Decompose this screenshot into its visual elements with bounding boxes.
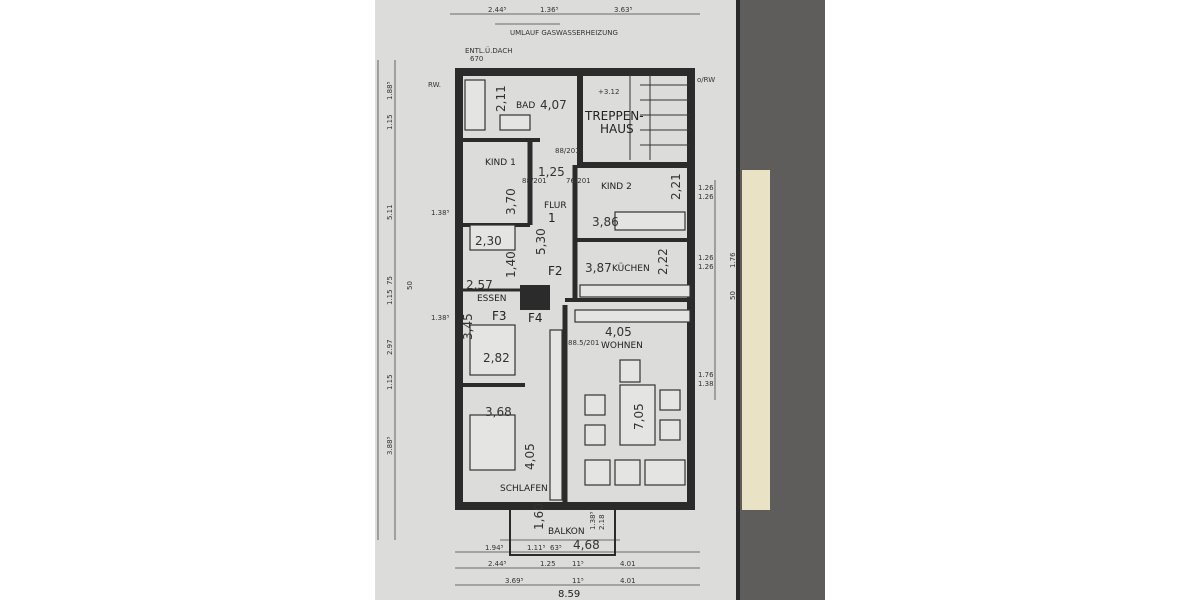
room-dim-balkon-b: 1,60 <box>532 503 546 530</box>
room-dim-kind1-b: 2,30 <box>475 234 502 248</box>
room-dim-flur-c: 1,40 <box>504 251 518 278</box>
room-label-kueche: KÜCHEN <box>612 263 650 274</box>
room-label-wohnen: WOHNEN <box>601 341 643 351</box>
room-dim-schlafen-a: 3,68 <box>485 405 512 419</box>
room-dim-bad: 2,11 <box>494 85 508 112</box>
stair-level: +3.12 <box>598 88 619 96</box>
rw-left: RW. <box>428 81 441 89</box>
dim-bottom: 1.11⁵ <box>527 544 546 552</box>
door-dim: 76/201 <box>566 177 591 185</box>
room-label-treppenhaus-1: TREPPEN- <box>584 109 644 123</box>
dim-right: 1.26 <box>698 184 714 192</box>
room-dim-flur-b: 5,30 <box>534 228 548 255</box>
dim-bottom: 1.94⁵ <box>485 544 504 552</box>
dim-bottom: 11⁵ <box>572 577 584 585</box>
room-area-bad: 4,07 <box>540 98 567 112</box>
room-label-kind2: KIND 2 <box>601 182 632 192</box>
dim-top: 3.63⁵ <box>614 6 633 14</box>
rw-right: o/RW <box>697 76 715 84</box>
dim-left: 1.38⁵ <box>431 209 450 217</box>
bed <box>469 414 516 471</box>
dim-right: 1.26 <box>698 254 714 262</box>
handwritten-f3: F3 <box>492 309 507 323</box>
dim-bottom: 11⁵ <box>572 560 584 568</box>
room-dim-schlafen-b: 4,05 <box>523 443 537 470</box>
dim-bottom: 1.25 <box>540 560 556 568</box>
dim-balcony-door: 2.18 <box>598 514 606 530</box>
room-label-essen: ESSEN <box>477 294 507 304</box>
room-label-schlafen: SCHLAFEN <box>500 484 548 494</box>
staircase <box>629 75 690 160</box>
dim-left: 1.15 <box>386 289 394 305</box>
dim-right: 1.26 <box>698 193 714 201</box>
dim-left: 1.15 <box>386 374 394 390</box>
dim-left: 1.88⁵ <box>386 81 394 100</box>
dim-right: 1.26 <box>698 263 714 271</box>
plan-labels: UMLAUF GASWASSERHEIZUNG ENTL.Ü.DACH 670 … <box>386 6 737 600</box>
dim-bottom: 3.69⁵ <box>505 577 524 585</box>
dim-right: 50 <box>729 291 737 300</box>
dim-left: 75 <box>386 276 394 285</box>
handwritten-f4: F4 <box>528 311 543 325</box>
bathtub <box>464 79 486 131</box>
room-dim-balkon-a: 4,68 <box>573 538 600 552</box>
dimension-lines <box>377 13 716 586</box>
table <box>619 384 656 446</box>
dim-left: 3.88⁵ <box>386 436 394 455</box>
dim-left: 2.97 <box>386 339 394 355</box>
dim-balcony-door: 1.38⁵ <box>589 511 597 530</box>
dim-top: 1.36⁵ <box>540 6 559 14</box>
room-dim-essen-a: 2,57 <box>466 278 493 292</box>
dim-top: 2.44⁵ <box>488 6 507 14</box>
dim-bottom: 4.01 <box>620 560 636 568</box>
dim-bottom: 2.44⁵ <box>488 560 507 568</box>
room-dim-kind1-a: 3,70 <box>504 188 518 215</box>
dim-bottom: 63⁵ <box>550 544 562 552</box>
room-dim-wohnen-a: 4,05 <box>605 325 632 339</box>
room-dim-kueche-a: 3,87 <box>585 261 612 275</box>
heating-note: UMLAUF GASWASSERHEIZUNG <box>510 29 618 37</box>
sticky-note <box>742 170 770 510</box>
handwritten-f2: F2 <box>548 264 563 278</box>
walls <box>455 68 695 556</box>
dim-left: 50 <box>406 281 414 290</box>
vent-note: ENTL.Ü.DACH <box>465 46 513 55</box>
dim-bottom: 4.01 <box>620 577 636 585</box>
dim-total-width: 8.59 <box>558 589 580 600</box>
furniture <box>464 79 691 501</box>
room-label-bad: BAD <box>516 101 535 111</box>
dim-right: 1.76 <box>729 252 737 268</box>
room-dim-kind2-a: 2,21 <box>669 173 683 200</box>
dim-left: 1.15 <box>386 114 394 130</box>
door-dim: 88/201 <box>522 177 547 185</box>
dim-left: 5.11 <box>386 204 394 220</box>
room-dim-essen-c: 2,82 <box>483 351 510 365</box>
room-label-flur: FLUR <box>544 201 567 211</box>
dim-left: 1.38⁵ <box>431 314 450 322</box>
dim-right: 1.76 <box>698 371 714 379</box>
room-label-balkon: BALKON <box>548 527 585 537</box>
room-dim-kind2-b: 3,86 <box>592 215 619 229</box>
room-dim-wohnen-b: 7,05 <box>632 403 646 430</box>
dim-right: 1.38 <box>698 380 714 388</box>
vent-size: 670 <box>470 55 483 63</box>
room-dim-kueche-b: 2,22 <box>656 248 670 275</box>
door-dim: 88/201 <box>555 147 580 155</box>
room-dim-flur-a: 1,25 <box>538 165 565 179</box>
handwritten-1: 1 <box>548 211 556 225</box>
room-label-kind1: KIND 1 <box>485 158 516 168</box>
paper-edge <box>736 0 741 600</box>
room-label-treppenhaus-2: HAUS <box>600 122 634 136</box>
room-dim-essen-b: 3,45 <box>461 313 475 340</box>
door-dim: 88.5/201 <box>568 339 599 347</box>
